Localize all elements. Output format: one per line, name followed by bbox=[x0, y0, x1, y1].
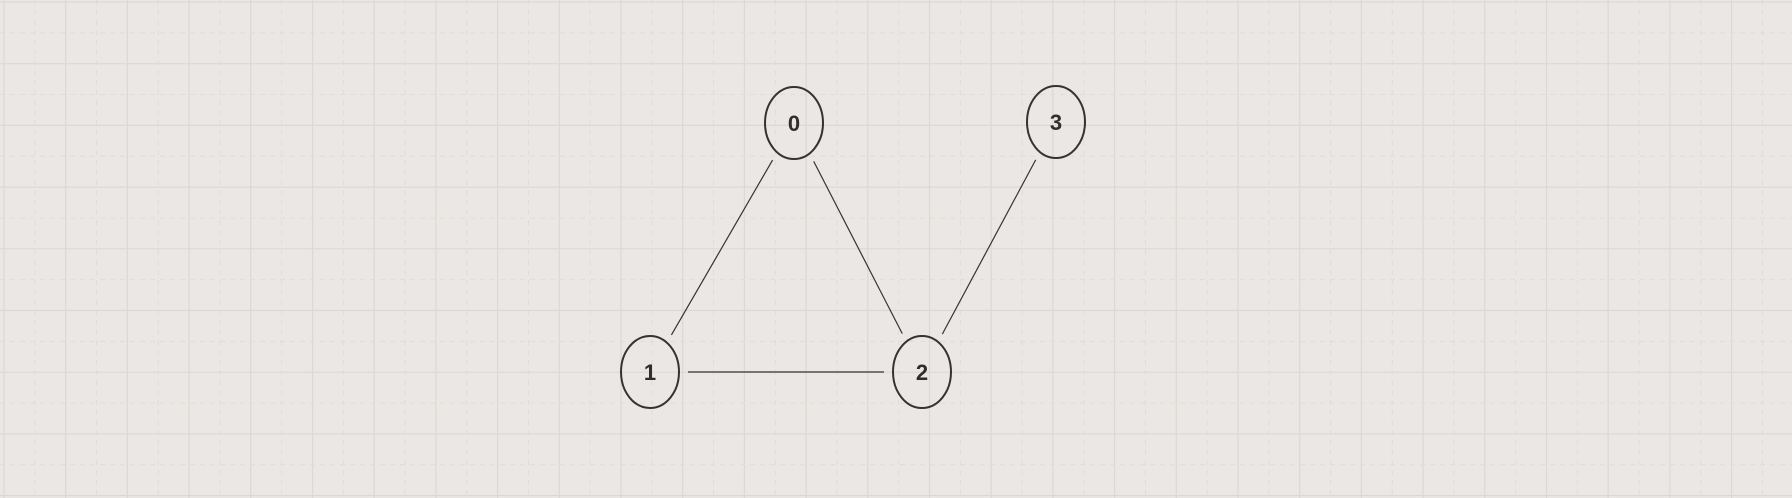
edge-0-2 bbox=[813, 161, 903, 334]
node-label: 1 bbox=[644, 360, 656, 385]
node-circle bbox=[620, 335, 680, 409]
edge-0-1 bbox=[670, 159, 774, 336]
nodes: 0 1 2 3 bbox=[620, 85, 1086, 409]
node-label: 0 bbox=[788, 111, 800, 136]
node-circle bbox=[764, 86, 824, 160]
node-1[interactable]: 1 bbox=[620, 335, 680, 409]
edges bbox=[670, 159, 1037, 373]
node-circle bbox=[892, 335, 952, 409]
node-3[interactable]: 3 bbox=[1026, 85, 1086, 159]
node-0[interactable]: 0 bbox=[764, 86, 824, 160]
node-circle bbox=[1026, 85, 1086, 159]
node-label: 3 bbox=[1050, 110, 1062, 135]
node-label: 2 bbox=[916, 360, 928, 385]
edge-3-2 bbox=[941, 159, 1037, 335]
node-2[interactable]: 2 bbox=[892, 335, 952, 409]
